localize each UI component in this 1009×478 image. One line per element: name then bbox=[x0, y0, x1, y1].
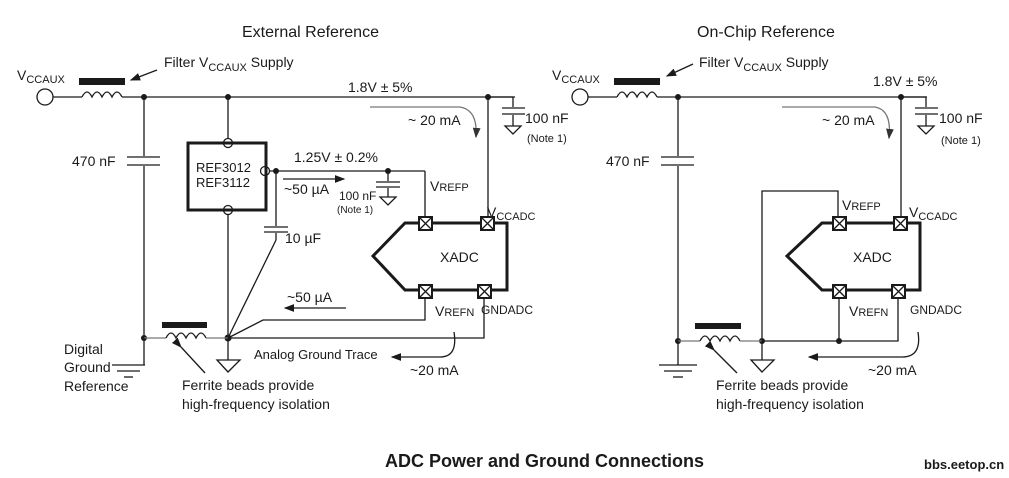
left-ref-voltage: 1.25V ± 0.2% bbox=[294, 149, 378, 165]
on-chip-reference-circuit: On-Chip Reference VCCAUX Filter VCCAUX S… bbox=[552, 24, 983, 412]
right-gndadc-label: GNDADC bbox=[910, 303, 962, 317]
left-cap-470nf-label: 470 nF bbox=[72, 153, 116, 169]
left-cap-ref-note: (Note 1) bbox=[337, 205, 373, 216]
right-cap-vcc-note: (Note 1) bbox=[941, 135, 981, 147]
right-filter-label: Filter VCCAUX Supply bbox=[699, 54, 829, 74]
left-vccaux-label: VCCAUX bbox=[17, 67, 66, 86]
right-ground-ferrite-bar bbox=[695, 323, 741, 329]
left-supply-voltage: 1.8V ± 5% bbox=[348, 79, 413, 95]
left-xadc-label: XADC bbox=[440, 249, 479, 265]
left-current-return: ~20 mA bbox=[410, 362, 459, 378]
left-current-supply: ~ 20 mA bbox=[408, 112, 461, 128]
right-vrefp-label: VREFP bbox=[842, 197, 881, 213]
left-cap-ref-label: 100 nF bbox=[339, 189, 376, 203]
right-pin-gndadc bbox=[891, 284, 906, 299]
right-analog-ground-icon bbox=[749, 359, 776, 373]
right-vccaux-label: VCCAUX bbox=[552, 67, 601, 86]
left-filter-inductor bbox=[81, 91, 123, 99]
right-cap-470nf-label: 470 nF bbox=[606, 153, 650, 169]
left-ref-chip bbox=[186, 141, 268, 212]
left-ref-chip-name-2: REF3112 bbox=[196, 175, 250, 190]
right-title: On-Chip Reference bbox=[697, 24, 835, 41]
external-reference-circuit: External Reference VCCAUX Filter VCCAUX … bbox=[17, 24, 569, 412]
left-title: External Reference bbox=[242, 24, 379, 41]
right-current-return: ~20 mA bbox=[868, 362, 917, 378]
right-cap-vcc-label: 100 nF bbox=[939, 110, 983, 126]
left-digital-ground-2: Ground bbox=[64, 359, 111, 375]
left-ground-ferrite-bar bbox=[162, 322, 207, 328]
watermark: bbs.eetop.cn bbox=[924, 457, 1004, 472]
right-current-supply: ~ 20 mA bbox=[822, 112, 875, 128]
left-vrefp-label: VREFP bbox=[430, 178, 469, 194]
left-gndadc-label: GNDADC bbox=[481, 303, 533, 317]
left-vccaux-terminal bbox=[36, 88, 54, 106]
right-vccadc-label: VCCADC bbox=[909, 204, 958, 223]
right-xadc-label: XADC bbox=[853, 249, 892, 265]
left-ground-inductor bbox=[165, 332, 207, 340]
right-vrefn-label: VREFN bbox=[849, 303, 888, 319]
left-digital-ground-3: Reference bbox=[64, 378, 129, 394]
left-cap-10uf-label: 10 µF bbox=[285, 230, 321, 246]
left-analog-ground-trace: Analog Ground Trace bbox=[254, 347, 378, 362]
left-vrefn-label: VREFN bbox=[435, 303, 474, 319]
left-filter-ferrite-bar bbox=[79, 78, 125, 85]
right-ferrite-note-2: high-frequency isolation bbox=[716, 396, 864, 412]
left-digital-ground-1: Digital bbox=[64, 341, 103, 357]
right-pin-vccadc bbox=[893, 216, 908, 231]
left-analog-ground-icon bbox=[215, 359, 242, 373]
left-ferrite-note-1: Ferrite beads provide bbox=[182, 377, 315, 393]
right-ferrite-note-1: Ferrite beads provide bbox=[716, 377, 849, 393]
right-supply-voltage: 1.8V ± 5% bbox=[873, 73, 938, 89]
left-ferrite-note-2: high-frequency isolation bbox=[182, 396, 330, 412]
left-ref-current-out: ~50 µA bbox=[284, 181, 330, 197]
figure-title: ADC Power and Ground Connections bbox=[385, 451, 704, 471]
left-pin-gndadc bbox=[477, 284, 492, 299]
left-filter-label: Filter VCCAUX Supply bbox=[164, 54, 294, 74]
left-cap-vcc-note: (Note 1) bbox=[527, 133, 567, 145]
left-pin-vccadc bbox=[480, 216, 495, 231]
left-ref-chip-name-1: REF3012 bbox=[196, 160, 251, 175]
left-ref-current-return: ~50 µA bbox=[287, 289, 333, 305]
right-ground-inductor bbox=[699, 335, 741, 343]
right-filter-ferrite-bar bbox=[614, 78, 660, 85]
right-filter-inductor bbox=[616, 91, 658, 99]
left-cap-vcc-label: 100 nF bbox=[525, 110, 569, 126]
left-pin-vrefp bbox=[418, 216, 433, 231]
right-vccaux-terminal bbox=[571, 88, 589, 106]
left-pin-vrefn bbox=[418, 284, 433, 299]
right-pin-vrefp bbox=[832, 216, 847, 231]
right-pin-vrefn bbox=[832, 284, 847, 299]
left-vccadc-label: VCCADC bbox=[487, 204, 536, 223]
